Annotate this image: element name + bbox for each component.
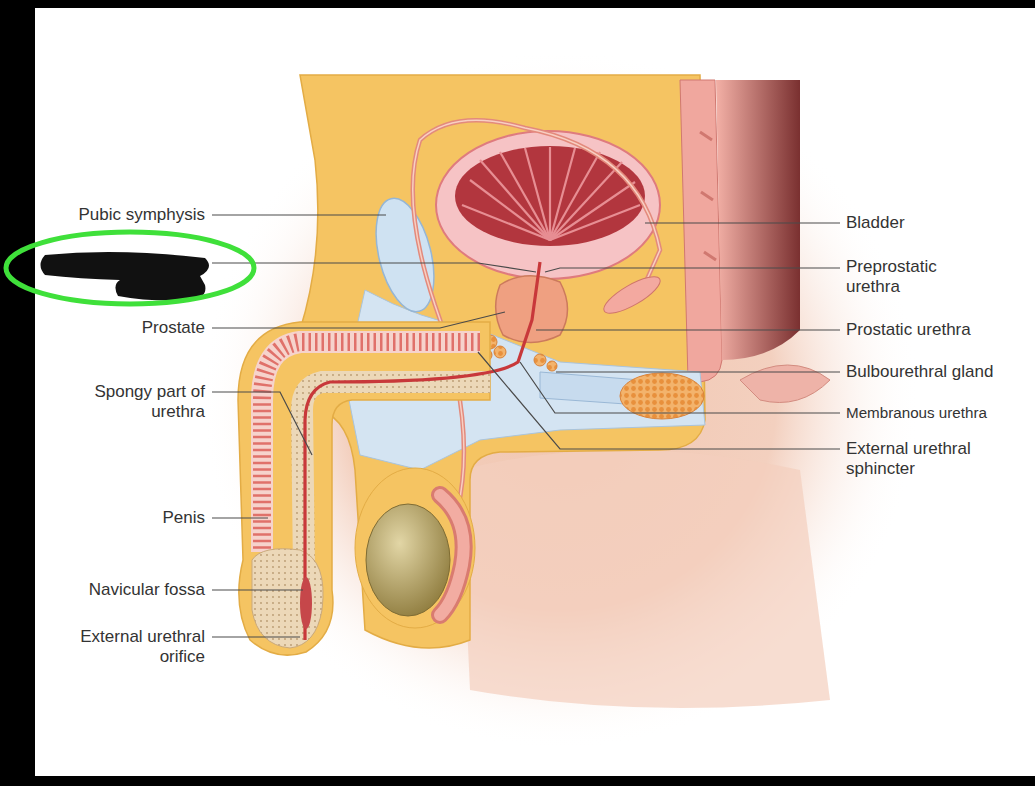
- penis: [238, 322, 490, 655]
- leader-lines: [212, 636, 300, 637]
- bladder: [500, 152, 550, 240]
- body-skin: [200, 50, 920, 750]
- rectum: [740, 365, 830, 403]
- redaction: [41, 252, 210, 300]
- anatomy-label: Prostatic urethra: [846, 320, 1030, 340]
- bladder: [470, 180, 550, 240]
- urethra: [300, 577, 312, 629]
- bulb-of-penis: [620, 373, 704, 419]
- anatomy-label: Preprostatic urethra: [846, 257, 976, 297]
- body-skin: [200, 50, 920, 750]
- bladder: [550, 162, 622, 240]
- anatomy-label: Spongy part of urethra: [45, 382, 205, 422]
- leader-lines: [212, 312, 505, 328]
- leader-lines: [520, 362, 840, 413]
- redaction: [6, 232, 254, 304]
- penis: [252, 549, 323, 648]
- bulbourethral-gland: [547, 361, 557, 371]
- bladder: [462, 205, 550, 240]
- anatomy-label: Penis: [35, 508, 205, 528]
- body-skin: [460, 450, 830, 708]
- leader-lines: [556, 371, 840, 372]
- prostate: [496, 276, 568, 343]
- leader-lines: [478, 352, 840, 449]
- scrotum-testis: [355, 468, 475, 628]
- scrotum-testis: [366, 504, 450, 616]
- scrotum-testis: [355, 468, 475, 628]
- leader-lines: [212, 392, 312, 455]
- leader-lines: [212, 517, 268, 518]
- rectum: [700, 132, 716, 260]
- leader-lines: [645, 222, 840, 223]
- rectum: [716, 80, 800, 360]
- penis: [302, 382, 490, 570]
- bladder: [436, 131, 660, 279]
- urethra: [305, 262, 540, 640]
- frame: [35, 8, 1035, 776]
- bulbourethral-gland: [480, 335, 557, 371]
- leader-lines: [212, 589, 303, 590]
- bulbourethral-gland: [494, 346, 506, 358]
- prostate: [496, 276, 568, 343]
- bladder: [455, 146, 645, 246]
- anatomy-label: Membranous urethra: [846, 403, 1032, 423]
- scrotum-testis: [440, 495, 464, 615]
- bladder: [525, 148, 550, 240]
- vas-deferens: [413, 120, 665, 520]
- anatomy-label: External urethral sphincter: [846, 439, 996, 479]
- anatomy-label: Prostate: [35, 318, 205, 338]
- bladder: [436, 131, 660, 279]
- bulb-of-penis: [540, 372, 704, 419]
- leader-lines: [212, 263, 536, 272]
- anatomy-label: Bladder: [846, 213, 1026, 233]
- leader-lines: [536, 329, 840, 330]
- redaction: [6, 232, 254, 304]
- vas-deferens: [413, 120, 660, 520]
- anatomy-label: Navicular fossa: [35, 580, 205, 600]
- bladder: [549, 147, 551, 240]
- penis: [238, 322, 490, 655]
- urethra: [300, 262, 540, 640]
- anatomy-label: Bulbourethral gland: [846, 362, 1030, 382]
- rectum: [680, 80, 830, 403]
- anatomy-label: External urethral orifice: [45, 627, 205, 667]
- bulbourethral-gland: [534, 354, 546, 366]
- rectum: [680, 80, 722, 382]
- leader-lines: [212, 214, 386, 215]
- vas-deferens: [599, 270, 664, 319]
- leader-lines: [212, 215, 840, 637]
- bladder: [550, 152, 600, 240]
- anatomy-label: Pubic symphysis: [35, 205, 205, 225]
- vas-deferens: [413, 120, 660, 520]
- bladder: [462, 147, 640, 240]
- scrotum-testis: [440, 495, 464, 615]
- leader-lines: [545, 268, 840, 272]
- bladder: [550, 205, 640, 240]
